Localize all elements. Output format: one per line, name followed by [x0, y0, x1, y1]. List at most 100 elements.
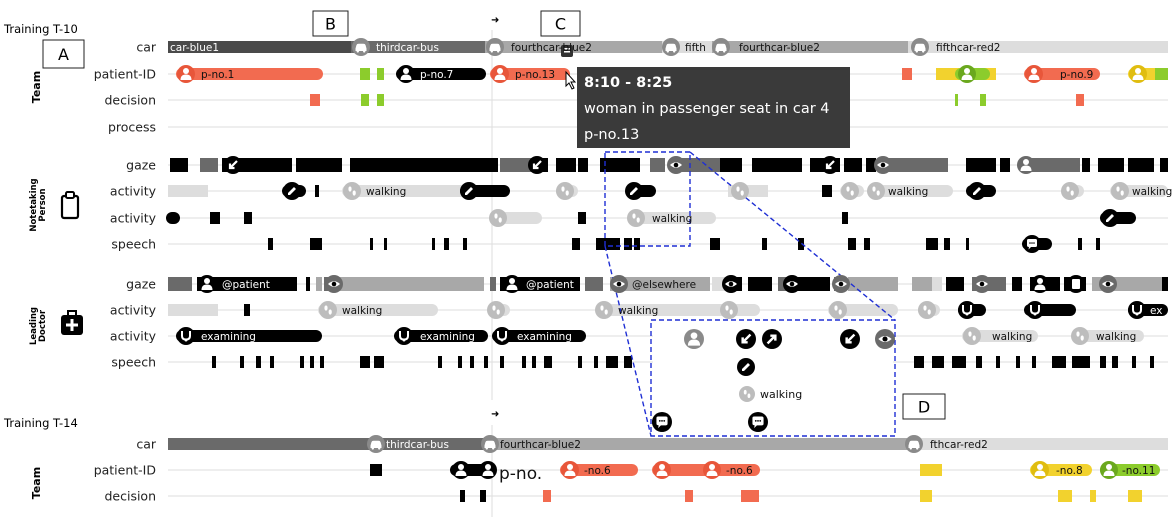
- car-segment-label: fourthcar-blue2: [739, 42, 820, 54]
- patient-label: p-no.1: [201, 69, 234, 81]
- icon-badge: [343, 182, 361, 200]
- icon-badge: [395, 327, 413, 345]
- gaze-segment: [600, 158, 640, 172]
- footsteps-icon: [731, 182, 749, 200]
- zoom-detail-box: [650, 319, 896, 437]
- gaze-segment: [282, 158, 292, 172]
- icon-badge: [918, 301, 936, 319]
- activity-bar: [176, 330, 322, 342]
- footsteps-icon: [487, 301, 505, 319]
- row-label-activity: activity: [110, 329, 157, 344]
- gaze-segment: [610, 277, 710, 291]
- person-icon: [703, 461, 721, 479]
- decision-bar: [1090, 490, 1096, 502]
- icon-badge: [627, 209, 645, 227]
- footsteps-icon: [720, 301, 738, 319]
- gaze-segment: [556, 158, 576, 172]
- arrow-icon: [736, 329, 756, 349]
- speech-tick: [944, 238, 950, 250]
- person-icon: [684, 329, 704, 349]
- decision-bar: [543, 490, 551, 502]
- speech-tick: [300, 356, 304, 368]
- speech-tick: [470, 356, 474, 368]
- gaze-segment: [912, 277, 932, 291]
- panel-label: D: [918, 398, 930, 417]
- speech-tick: [463, 238, 467, 250]
- gaze-segment: [1098, 158, 1124, 172]
- car-segment-label: fifthcar-red2: [936, 42, 1000, 54]
- tooltip-time: 8:10 - 8:25: [584, 75, 672, 91]
- gaze-segment: [1162, 277, 1168, 291]
- decision-bar: [1058, 490, 1072, 502]
- speech-tick: [634, 238, 640, 250]
- footsteps-icon: [1071, 327, 1089, 345]
- speech-tick: [604, 238, 620, 250]
- footsteps-icon: [841, 182, 859, 200]
- row-label-patient: patient-ID: [94, 463, 156, 478]
- panel-label-box: [42, 39, 85, 69]
- gaze-segment: [966, 158, 996, 172]
- icon-badge: [1111, 182, 1129, 200]
- activity-bar: [1072, 330, 1144, 342]
- zoom-source-box: [604, 151, 691, 247]
- person-icon: [653, 461, 671, 479]
- person-icon: [1025, 65, 1043, 83]
- speech-tick: [572, 238, 580, 250]
- speech-tick: [484, 356, 488, 368]
- speech-tick: [1150, 356, 1154, 368]
- gaze-label: @elsewhere: [632, 279, 696, 291]
- activity-label: writing: [760, 361, 798, 374]
- activity-bar: [628, 212, 716, 224]
- eye-icon: [325, 275, 343, 293]
- footsteps-icon: [319, 301, 337, 319]
- car-icon: [486, 38, 504, 56]
- decision-bar: [1128, 490, 1142, 502]
- footsteps-icon: [489, 209, 507, 227]
- car-segment-label: car-blue1: [170, 42, 219, 54]
- footsteps-icon: [595, 301, 613, 319]
- activity-label: examining: [420, 331, 475, 343]
- patient-label: -no.11: [1122, 465, 1155, 477]
- car-icon: [352, 38, 370, 56]
- activity-label: examining: [201, 331, 256, 343]
- activity-bar: [822, 185, 832, 197]
- panel-label: C: [555, 15, 566, 34]
- medkit-cross: [66, 323, 78, 327]
- eye-icon: [722, 275, 740, 293]
- speech-tick: [1052, 356, 1066, 368]
- gaze-segment: [676, 158, 720, 172]
- training-label-t14: Training T-14: [3, 416, 78, 430]
- gaze-segment: [350, 158, 490, 172]
- patient-label: -no.8: [1056, 465, 1083, 477]
- gaze-segment: [1128, 158, 1154, 172]
- activity-label: walking: [618, 305, 658, 317]
- car-segment: [485, 41, 662, 53]
- gaze-segment: [200, 158, 218, 172]
- icon-badge: [1071, 327, 1089, 345]
- footsteps-icon: [556, 182, 574, 200]
- patient-label: p-no.9: [1060, 69, 1093, 81]
- speech-tick: [798, 238, 804, 250]
- activity-bar: [578, 212, 586, 224]
- icon-badge: [963, 327, 981, 345]
- decision-bar: [980, 94, 986, 106]
- gaze-label: @patient: [222, 279, 270, 291]
- car-segment-label: fthcar-red2: [930, 439, 988, 451]
- speech-tick: [1132, 356, 1136, 368]
- person-icon: [1100, 461, 1118, 479]
- speech-tick: [594, 356, 598, 368]
- stethoscope-icon: [493, 327, 511, 345]
- icon-badge: [1061, 182, 1079, 200]
- panel-label-box: [902, 393, 946, 420]
- car-segment: [907, 438, 1168, 450]
- gaze-segment: [752, 158, 802, 172]
- speech-tick: [624, 238, 632, 250]
- gaze-label: @patient: [526, 279, 574, 291]
- speech-tick: [444, 238, 449, 250]
- gaze-segment: [866, 158, 876, 172]
- speech-tick: [532, 356, 536, 368]
- eye-icon: [875, 329, 895, 349]
- patient-bar: [1155, 68, 1168, 80]
- activity-label: walking: [366, 186, 406, 198]
- activity-label: walking: [992, 331, 1032, 343]
